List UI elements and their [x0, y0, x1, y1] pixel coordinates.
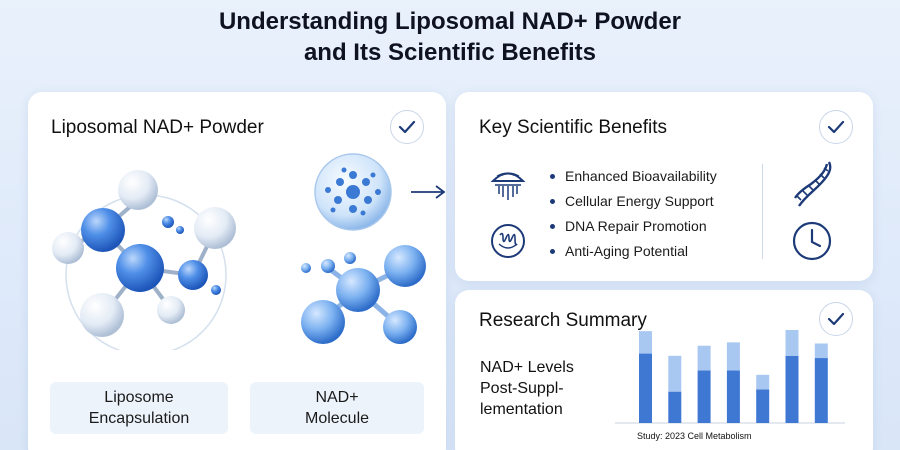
check-icon — [819, 302, 853, 336]
bar-upper-segment — [785, 330, 799, 356]
liposome-illustration — [301, 153, 446, 344]
blue-atom — [211, 285, 221, 295]
bar-upper-segment — [668, 355, 682, 392]
glass-atom — [52, 232, 84, 264]
bar-upper-segment — [726, 342, 740, 371]
check-icon — [819, 110, 853, 144]
title-line-1: Understanding Liposomal NAD+ Powder — [218, 8, 682, 35]
bar-lower-segment — [668, 391, 682, 423]
title-line-2: and Its Scientific Benefits — [303, 39, 597, 66]
glass-atom — [118, 170, 158, 210]
bar-upper-segment — [814, 343, 828, 359]
bar-upper-segment — [756, 374, 770, 390]
list-item: Enhanced Bioavailability — [550, 164, 717, 189]
mitochondria-icon — [491, 224, 525, 258]
study-caption: Study: 2023 Cell Metabolism — [637, 431, 752, 441]
cell-icon — [490, 172, 526, 200]
card-title-benefits: Key Scientific Benefits — [479, 117, 667, 138]
blue-atom — [81, 208, 125, 252]
text-line: lementation — [480, 401, 563, 418]
bar-lower-segment — [785, 355, 799, 423]
clock-icon — [792, 221, 832, 261]
label-line: Liposome — [104, 389, 174, 406]
label-line: NAD+ — [315, 389, 359, 406]
blue-atom — [162, 216, 174, 228]
bar-lower-segment — [639, 353, 652, 423]
bar-lower-segment — [814, 358, 828, 423]
card-title-liposomal: Liposomal NAD+ Powder — [51, 117, 264, 138]
bar-lower-segment — [697, 370, 711, 423]
glass-atom — [80, 293, 124, 337]
bar-upper-segment — [697, 345, 711, 371]
label-line: Encapsulation — [88, 410, 190, 427]
divider — [762, 164, 763, 259]
research-bar-chart — [615, 330, 845, 424]
research-card: Research Summary NAD+ Levels Post-Suppl-… — [455, 290, 873, 450]
text-line: NAD+ Levels — [480, 359, 574, 376]
list-item: Cellular Energy Support — [550, 189, 717, 214]
benefits-card: Key Scientific Benefits Enhanced Bioavai… — [455, 92, 873, 281]
bar-lower-segment — [726, 370, 740, 423]
glass-atom — [194, 207, 236, 249]
page-title: Understanding Liposomal NAD+ Powder and … — [0, 6, 900, 68]
check-icon — [390, 110, 424, 144]
list-item: DNA Repair Promotion — [550, 214, 717, 239]
blue-atom — [176, 226, 184, 234]
nad-molecule-label: NAD+ Molecule — [250, 382, 424, 434]
research-description: NAD+ Levels Post-Suppl- lementation — [480, 357, 574, 420]
dna-icon — [794, 161, 832, 207]
bar-lower-segment — [756, 389, 770, 423]
glass-atom — [157, 296, 185, 324]
liposome-encapsulation-label: Liposome Encapsulation — [50, 382, 228, 434]
benefits-list: Enhanced Bioavailability Cellular Energy… — [550, 164, 717, 264]
label-line: Molecule — [304, 410, 370, 427]
list-item: Anti-Aging Potential — [550, 239, 717, 264]
liposomal-card: Liposomal NAD+ Powder — [28, 92, 446, 450]
blue-atom — [178, 260, 208, 290]
card-title-research: Research Summary — [479, 310, 647, 331]
blue-atom — [116, 244, 164, 292]
bar-upper-segment — [639, 331, 652, 354]
molecule-illustration — [52, 170, 236, 350]
text-line: Post-Suppl- — [480, 380, 564, 397]
